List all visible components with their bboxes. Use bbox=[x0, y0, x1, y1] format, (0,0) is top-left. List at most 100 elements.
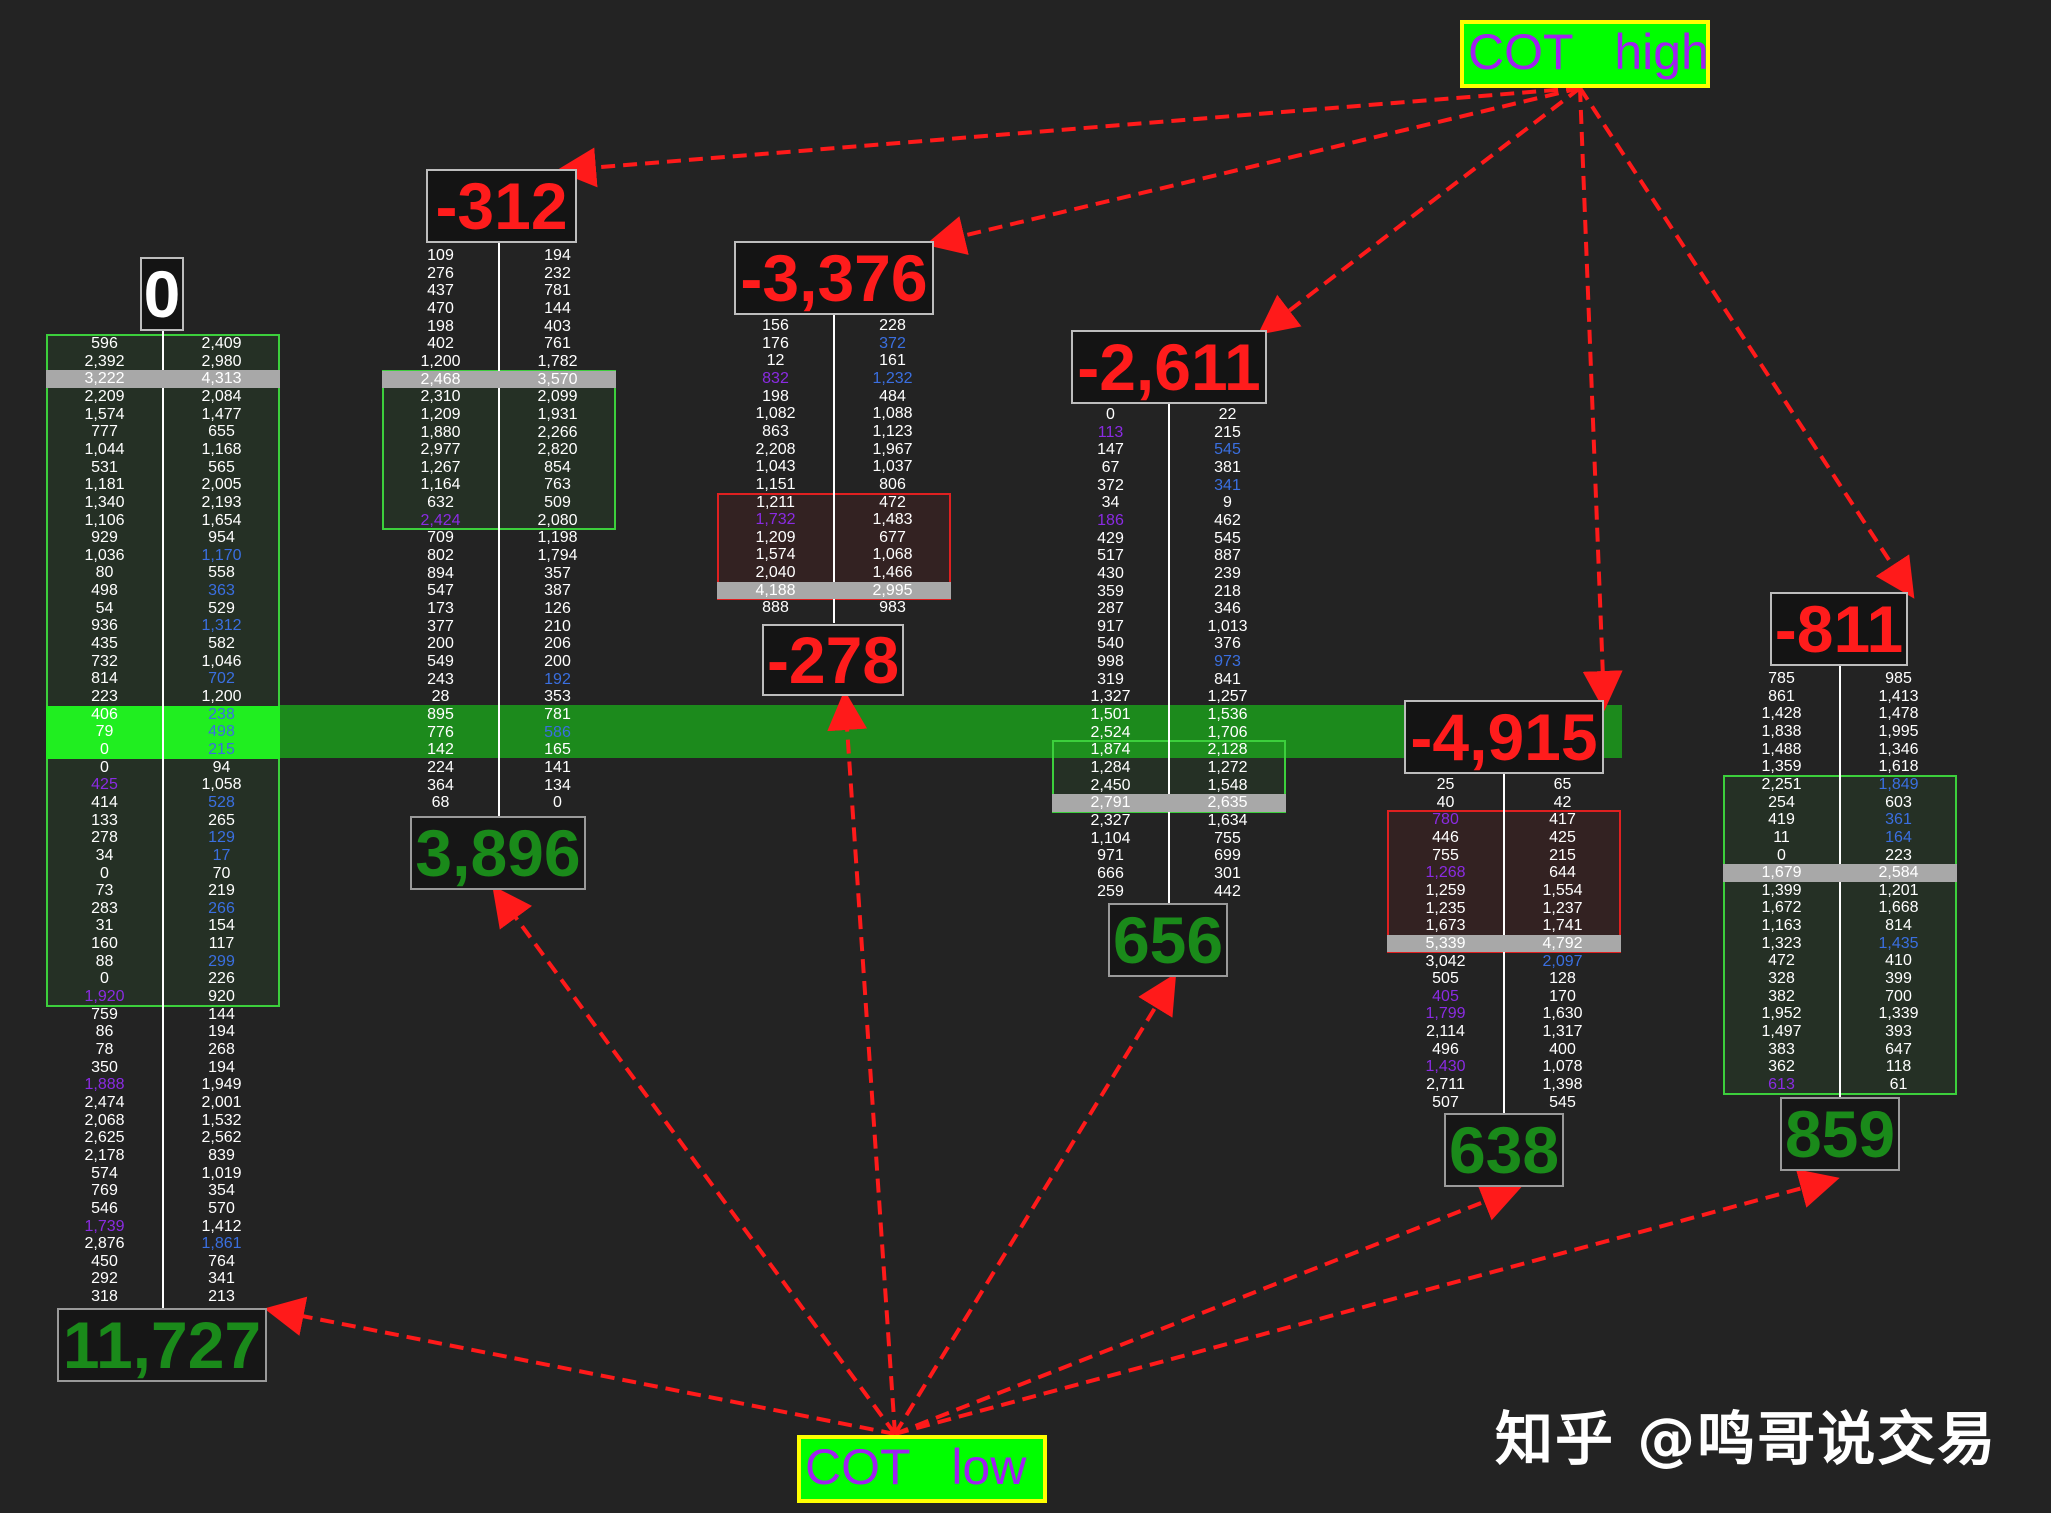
bid-volume-cell: 446 bbox=[1432, 828, 1459, 846]
ask-volume-cell: 228 bbox=[879, 317, 906, 334]
ask-volume-cell: 213 bbox=[208, 1288, 235, 1306]
bid-volume-cell: 832 bbox=[762, 369, 789, 387]
ask-volume-cell: 372 bbox=[879, 334, 906, 352]
ask-volume-cell: 699 bbox=[1214, 847, 1241, 865]
cot-low-arrow bbox=[492, 885, 897, 1436]
ask-volume-cell: 4,792 bbox=[1542, 934, 1583, 952]
ask-volume-cell: 223 bbox=[1885, 846, 1912, 864]
ask-volume-cell: 570 bbox=[208, 1199, 235, 1217]
ask-volume-cell: 781 bbox=[544, 705, 571, 723]
bid-volume-cell: 1,874 bbox=[1090, 741, 1131, 759]
ask-volume-cell: 1,200 bbox=[201, 688, 242, 705]
bid-volume-cell: 1,259 bbox=[1425, 881, 1466, 899]
ask-volume-cell: 210 bbox=[544, 617, 571, 635]
bid-volume-cell: 3,042 bbox=[1425, 952, 1466, 970]
bid-volume-cell: 12 bbox=[766, 352, 785, 370]
bid-volume-cell: 0 bbox=[100, 864, 109, 882]
bid-volume-cell: 917 bbox=[1097, 617, 1124, 635]
bid-volume-cell: 895 bbox=[427, 705, 454, 723]
bid-volume-cell: 1,739 bbox=[84, 1217, 125, 1235]
bid-volume-cell: 1,323 bbox=[1761, 934, 1802, 952]
cot-low-arrow bbox=[894, 1183, 1522, 1436]
ask-volume-cell: 647 bbox=[1885, 1040, 1912, 1058]
ask-volume-cell: 2,128 bbox=[1207, 741, 1248, 759]
ask-volume-cell: 144 bbox=[208, 1005, 235, 1023]
ask-volume-cell: 341 bbox=[208, 1270, 235, 1288]
ask-volume-cell: 545 bbox=[1214, 441, 1241, 459]
ask-volume-cell: 1,630 bbox=[1542, 1005, 1583, 1023]
ask-volume-cell: 194 bbox=[544, 247, 571, 264]
ask-volume-cell: 215 bbox=[208, 740, 235, 758]
bid-volume-cell: 802 bbox=[427, 547, 454, 565]
bid-volume-cell: 2,424 bbox=[420, 511, 461, 529]
bid-volume-cell: 0 bbox=[100, 970, 109, 988]
ask-volume-cell: 1,232 bbox=[872, 369, 913, 387]
bid-volume-cell: 1,880 bbox=[420, 423, 461, 441]
bid-volume-cell: 377 bbox=[427, 617, 454, 635]
bid-volume-cell: 435 bbox=[91, 635, 118, 653]
ask-volume-cell: 1,548 bbox=[1207, 776, 1248, 794]
price-row: 531 565 bbox=[46, 459, 280, 477]
bid-volume-cell: 86 bbox=[95, 1023, 114, 1041]
ask-volume-cell: 1,849 bbox=[1878, 775, 1919, 793]
ask-volume-cell: 954 bbox=[208, 529, 235, 547]
ask-volume-cell: 2,005 bbox=[201, 476, 242, 494]
bid-volume-cell: 2,977 bbox=[420, 441, 461, 459]
ask-volume-cell: 781 bbox=[544, 282, 571, 300]
ask-volume-cell: 215 bbox=[1214, 423, 1241, 441]
ask-volume-cell: 1,317 bbox=[1542, 1023, 1583, 1041]
bid-volume-cell: 531 bbox=[91, 458, 118, 476]
ask-volume-cell: 565 bbox=[208, 458, 235, 476]
ask-volume-cell: 425 bbox=[1549, 828, 1576, 846]
bid-volume-cell: 67 bbox=[1101, 458, 1120, 476]
bid-volume-cell: 68 bbox=[431, 794, 450, 812]
ask-volume-cell: 2,409 bbox=[201, 335, 242, 352]
ask-volume-cell: 346 bbox=[1214, 600, 1241, 618]
ask-volume-cell: 1,478 bbox=[1878, 705, 1919, 723]
bid-volume-cell: 546 bbox=[91, 1199, 118, 1217]
ask-volume-cell: 192 bbox=[544, 670, 571, 688]
watermark: 知乎 @鸣哥说交易 bbox=[1495, 1405, 1998, 1473]
ask-volume-cell: 1,554 bbox=[1542, 881, 1583, 899]
bid-volume-cell: 319 bbox=[1097, 670, 1124, 688]
bid-volume-cell: 1,888 bbox=[84, 1076, 125, 1094]
bid-volume-cell: 613 bbox=[1768, 1075, 1795, 1093]
delta-box: -811 bbox=[1770, 592, 1908, 666]
ask-volume-cell: 17 bbox=[212, 846, 231, 864]
bid-volume-cell: 1,104 bbox=[1090, 829, 1131, 847]
ask-volume-cell: 586 bbox=[544, 723, 571, 741]
bid-volume-cell: 0 bbox=[1106, 406, 1115, 423]
bid-volume-cell: 1,163 bbox=[1761, 917, 1802, 935]
ask-volume-cell: 2,193 bbox=[201, 493, 242, 511]
ask-volume-cell: 1,483 bbox=[872, 511, 913, 529]
bid-volume-cell: 759 bbox=[91, 1005, 118, 1023]
delta-box: -312 bbox=[426, 169, 577, 243]
ask-volume-cell: 341 bbox=[1214, 476, 1241, 494]
ask-volume-cell: 218 bbox=[1214, 582, 1241, 600]
